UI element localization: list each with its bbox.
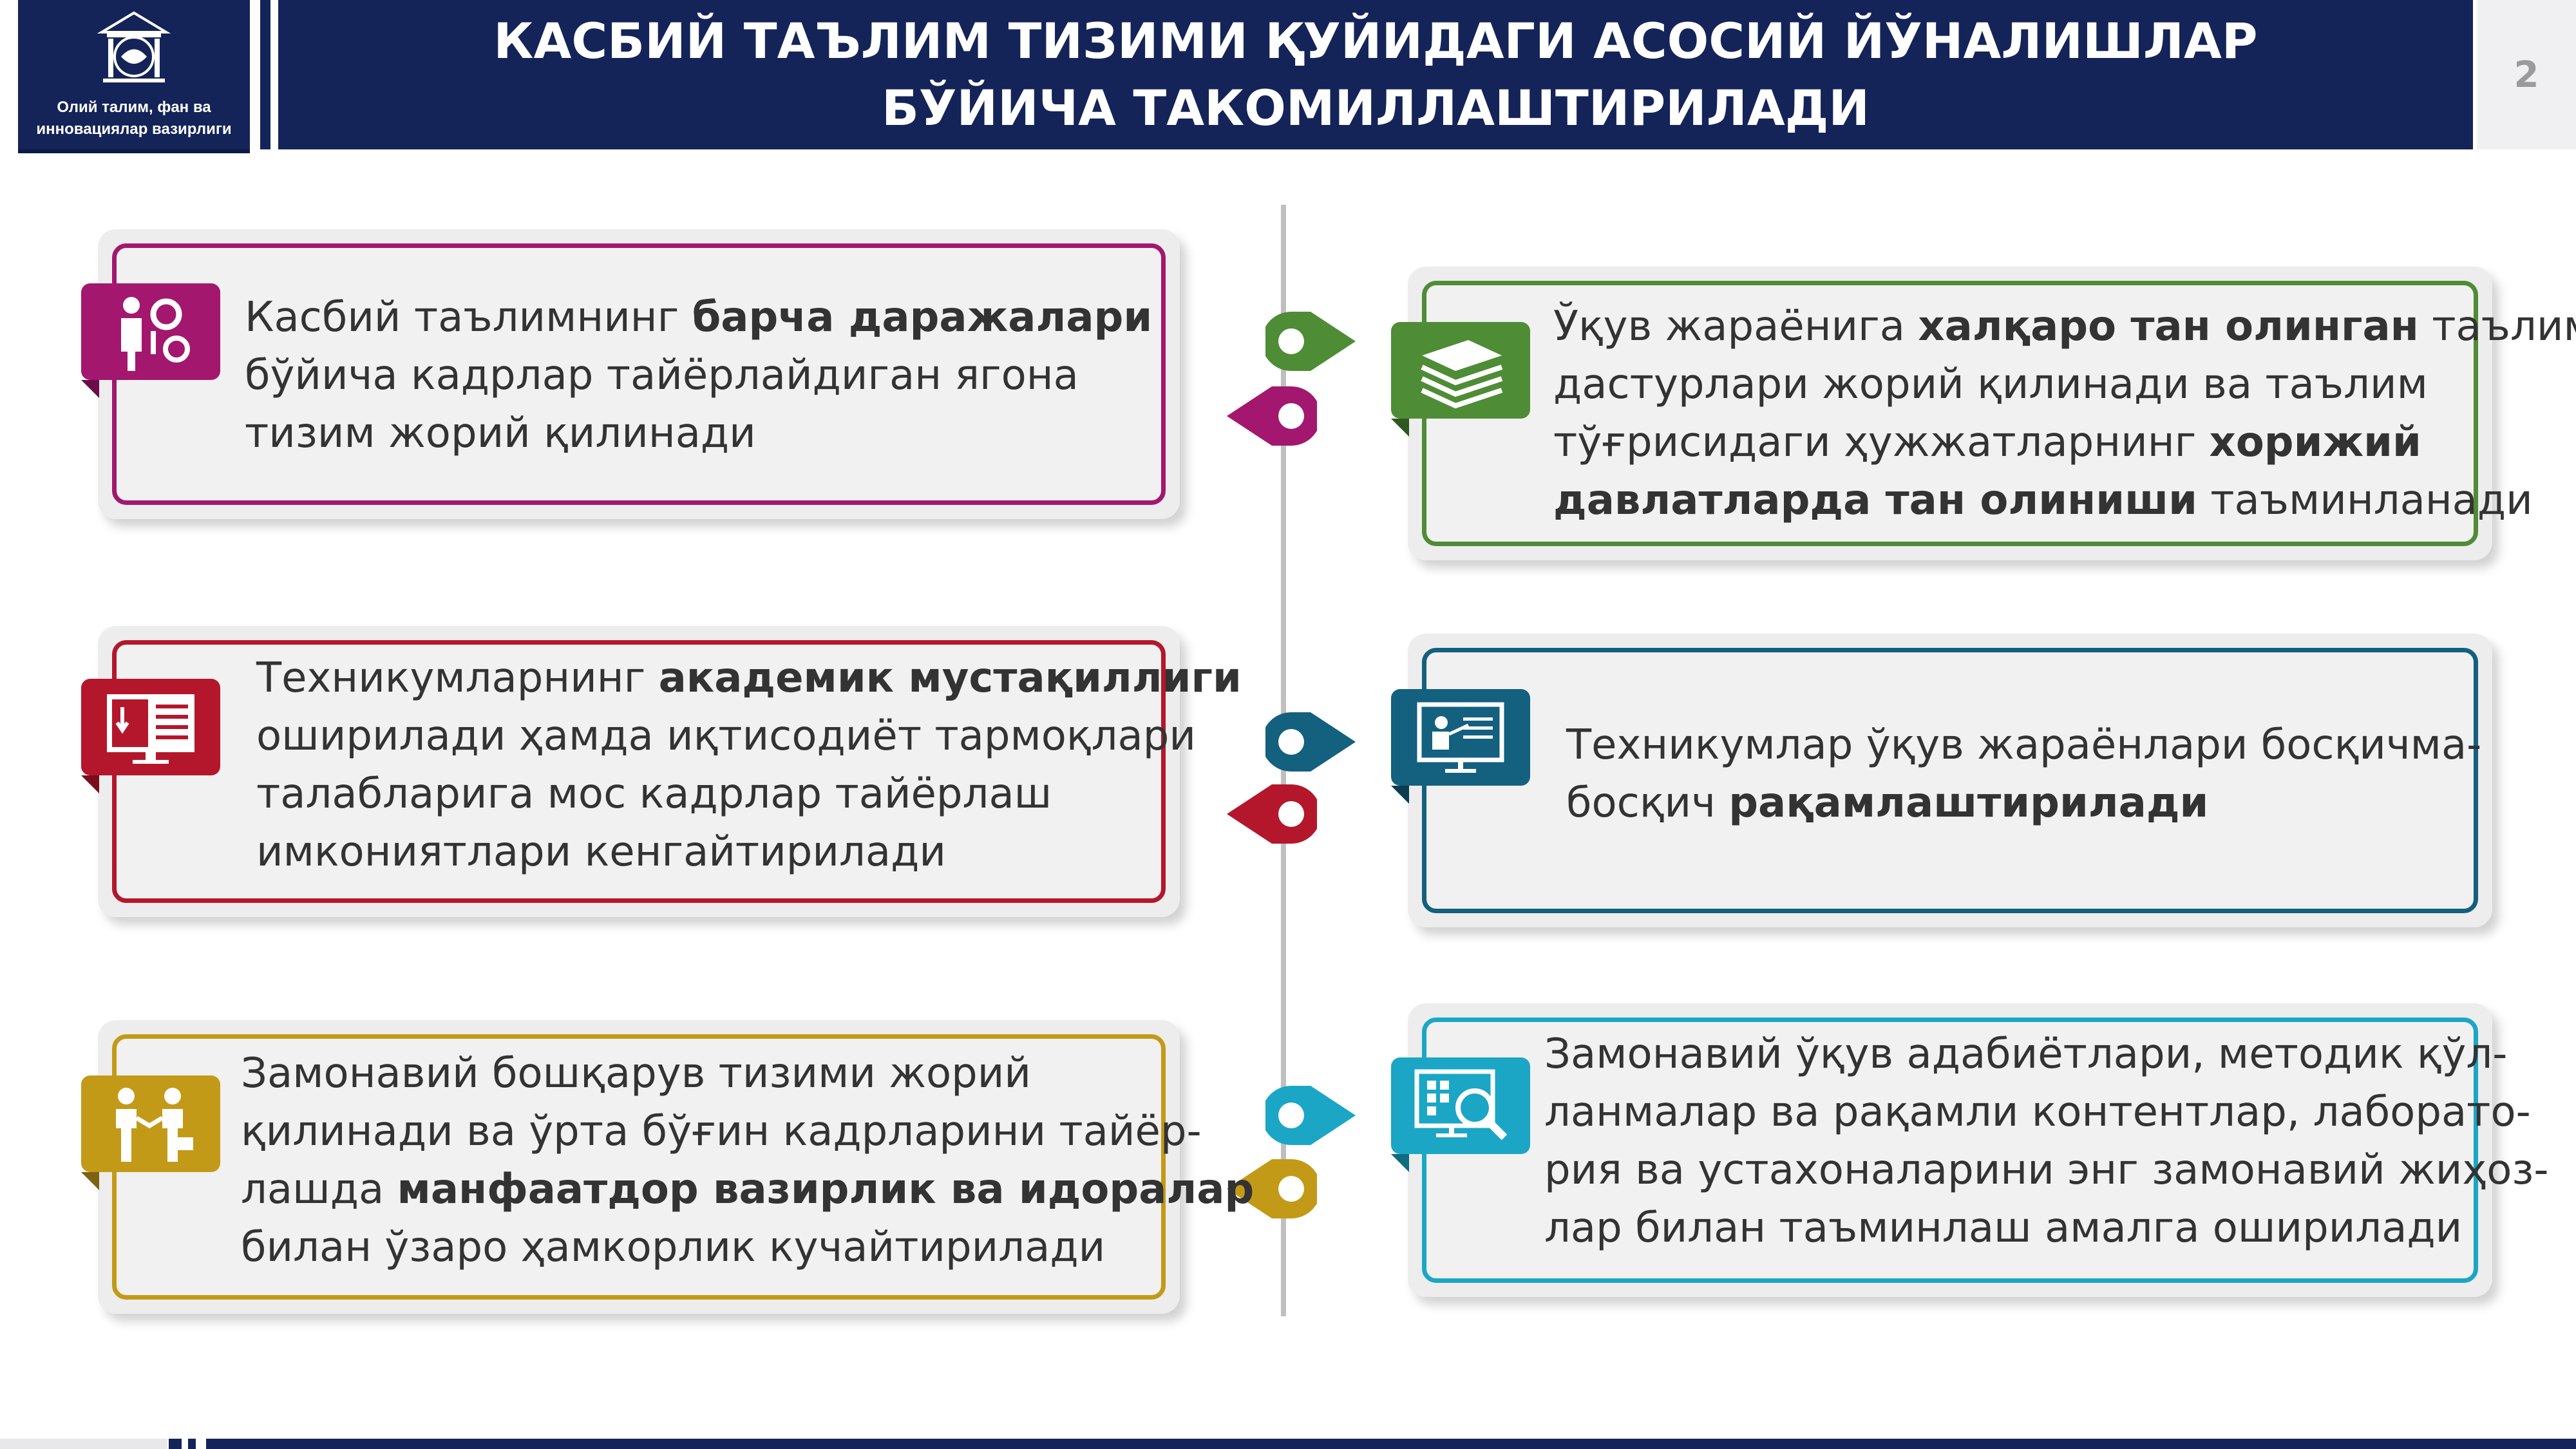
marker-right-teal: [1265, 712, 1356, 772]
ministry-emblem-icon: [97, 11, 171, 82]
card4-line2: босқич рақамлаштирилади: [1566, 779, 2209, 827]
marker-left-gold: [1227, 1159, 1317, 1218]
card-unified-system: Касбий таълимнинг барча даражалари бўйич…: [98, 229, 1180, 519]
marker-right-cyan: [1265, 1086, 1356, 1145]
footer-tick-small: [188, 1439, 196, 1449]
ministry-name-line1: Олий талим, фан ва: [57, 99, 211, 116]
footer-tick: [169, 1439, 182, 1449]
page-title: КАСБИЙ ТАЪЛИМ ТИЗИМИ ҚУЙИДАГИ АСОСИЙ ЙЎН…: [278, 0, 2473, 149]
marker-right-green: [1265, 312, 1356, 371]
card5-line1: Замонавий бошқарув тизими жорий: [241, 1050, 1031, 1097]
card5-line2: қилинади ва ўрта бўғин кадрларини тайёр-: [241, 1108, 1202, 1155]
card-modern-literature: Замонавий ўқув адабиётлари, методик қўл-…: [1408, 1003, 2548, 1297]
footer-left-strip: [0, 1439, 167, 1449]
card2-line4: давлатларда тан олиниши таъминланади: [1553, 477, 2533, 524]
card2-line2: дастурлари жорий қилинади ва таълим: [1553, 361, 2428, 408]
card-modern-management: Замонавий бошқарув тизими жорий қилинади…: [98, 1020, 1254, 1314]
card1-line2: бўйича кадрлар тайёрлайдиган ягона: [245, 352, 1079, 399]
card6-line4: лар билан таъминлаш амалга оширилади: [1544, 1204, 2463, 1252]
card-international-programs: Ўқув жараёнига халқаро тан олинган таъли…: [1408, 267, 2576, 560]
open-book-icon: [81, 679, 220, 793]
header-divider: [260, 0, 270, 149]
page-title-line1: КАСБИЙ ТАЪЛИМ ТИЗИМИ ҚУЙИДАГИ АСОСИЙ ЙЎН…: [493, 12, 2258, 70]
card6-line2: ланмалар ва рақамли контентлар, лаборато…: [1544, 1088, 2531, 1136]
card5-line4: билан ўзаро ҳамкорлик кучайтирилади: [241, 1224, 1106, 1271]
handshake-icon: [81, 1075, 220, 1190]
card1-line1: Касбий таълимнинг барча даражалари: [245, 294, 1153, 341]
footer-bar: [206, 1439, 2576, 1449]
page-number: 2: [2477, 0, 2576, 149]
card2-line1: Ўқув жараёнига халқаро тан олинган таъли…: [1553, 303, 2576, 350]
ministry-name-line2: инновациялар вазирлиги: [36, 120, 232, 138]
card5-line3: лашда манфаатдор вазирлик ва идоралар: [241, 1166, 1255, 1213]
card3-line2: оширилади ҳамда иқтисодиёт тармоқлари: [256, 712, 1196, 760]
presentation-screen-icon: [1391, 689, 1530, 804]
marker-left-magenta: [1227, 386, 1317, 446]
card2-line3: тўғрисидаги ҳужжатларнинг хорижий: [1553, 419, 2421, 466]
page-title-line2: БЎЙИЧА ТАКОМИЛЛАШТИРИЛАДИ: [882, 79, 1870, 137]
card1-line3: тизим жорий қилинади: [245, 410, 756, 457]
marker-left-red: [1227, 784, 1317, 844]
card6-line3: рия ва устахоналарини энг замонавий жиҳо…: [1544, 1146, 2549, 1194]
card4-line1: Техникумлар ўқув жараёнлари босқичма-: [1566, 721, 2482, 769]
books-stack-icon: [1391, 322, 1530, 437]
monitor-search-icon: [1391, 1057, 1530, 1172]
card3-line3: талабларига мос кадрлар тайёрлаш: [256, 770, 1052, 818]
people-gears-icon: [81, 283, 220, 398]
card3-line4: имкониятлари кенгайтирилади: [256, 828, 946, 876]
card-digitalization: Техникумлар ўқув жараёнлари босқичма- бо…: [1408, 634, 2492, 927]
card-academic-independence: Техникумларнинг академик мустақиллиги ош…: [98, 626, 1242, 917]
ministry-logo: Олий талим, фан ва инновациялар вазирлиг…: [18, 0, 250, 153]
card6-line1: Замонавий ўқув адабиётлари, методик қўл-: [1544, 1030, 2508, 1078]
card3-line1: Техникумларнинг академик мустақиллиги: [256, 654, 1242, 702]
